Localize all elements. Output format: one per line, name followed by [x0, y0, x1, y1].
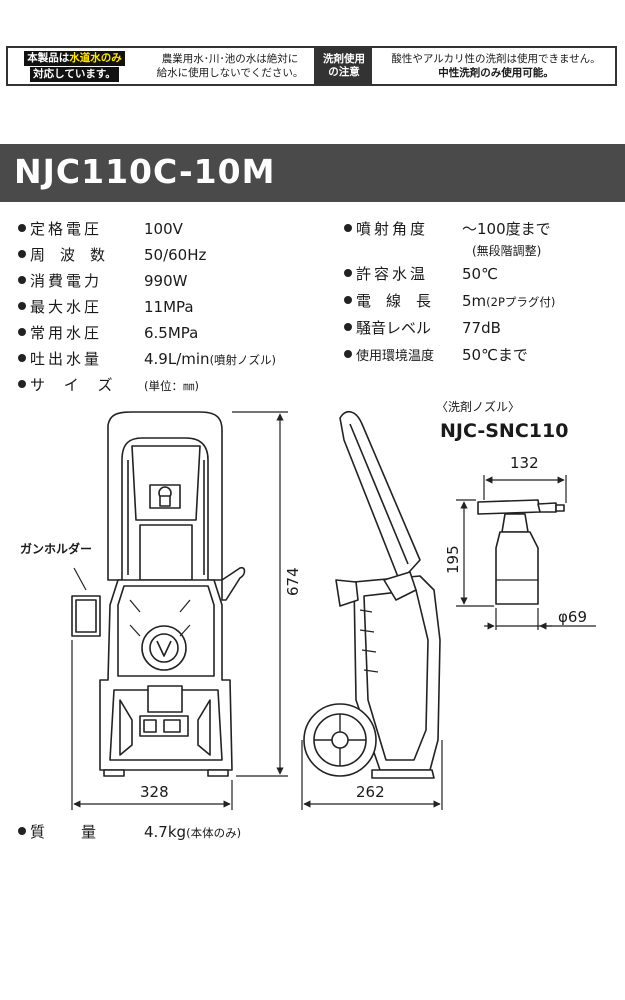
spec-note: (2Pプラグ付) [486, 295, 556, 309]
spec-value: 5m [462, 292, 487, 310]
spec-row: 吐出水量 4.9L/min(噴射ノズル) [18, 350, 276, 368]
spec-label: 最大水圧 [30, 298, 103, 316]
height-dim-label: 674 [284, 567, 302, 596]
spec-value: 77dB [462, 319, 501, 337]
warning-text: 農業用水･川･池の水は絶対に [161, 53, 299, 65]
bullet-icon [18, 354, 26, 362]
bullet-icon [18, 380, 26, 388]
detergent-tag: 洗剤使用 の注意 [316, 48, 372, 84]
spec-value: 50℃まで [462, 346, 528, 364]
spec-label: 定格電圧 [30, 220, 103, 238]
front-view [71, 411, 246, 777]
bullet-icon [344, 224, 352, 232]
model-name: NJC110C-10M [14, 152, 276, 191]
spec-note: (無段階調整) [472, 244, 542, 258]
nozzle-length-label: 132 [510, 454, 539, 472]
tap-water-notice: 本製品は水道水のみ 対応しています。 [8, 48, 138, 84]
bullet-icon [18, 276, 26, 284]
spec-label: 電 線 長 [356, 292, 432, 310]
spec-row: 周 波 数 50/60Hz [18, 246, 206, 264]
spec-row: 電 線 長 5m(2Pプラグ付) [344, 292, 555, 310]
gun-holder-leader [73, 567, 87, 591]
spec-note: (単位：㎜) [144, 379, 199, 393]
weight-row: 質 量 4.7kg(本体のみ) [18, 823, 241, 841]
spec-row: 噴射角度 ～100度まで [344, 220, 551, 238]
depth-dim-label: 262 [356, 783, 385, 801]
spec-value: 990W [144, 272, 188, 290]
detergent-nozzle-drawing [477, 499, 565, 605]
nozzle-length-dimension [483, 475, 567, 503]
height-dimension [232, 411, 288, 777]
bullet-icon [18, 328, 26, 336]
bullet-icon [344, 269, 352, 277]
spec-label: 消費電力 [30, 272, 103, 290]
bullet-icon [18, 224, 26, 232]
detergent-warning: 酸性やアルカリ性の洗剤は使用できません。 中性洗剤のみ使用可能。 [372, 48, 615, 84]
spec-row: 騒音レベル 77dB [344, 319, 501, 337]
spec-label: 常用水圧 [30, 324, 103, 342]
warning-text: 酸性やアルカリ性の洗剤は使用できません。 [391, 53, 601, 65]
nozzle-height-dimension [456, 499, 494, 607]
spec-note: (噴射ノズル) [209, 353, 277, 367]
spec-label: 噴射角度 [356, 220, 429, 238]
width-dim-label: 328 [140, 783, 169, 801]
side-view [303, 411, 441, 779]
width-dimension [71, 640, 233, 810]
spec-value: 50/60Hz [144, 246, 207, 264]
nozzle-diameter-label: φ69 [558, 608, 587, 626]
spec-label: 周 波 数 [30, 246, 106, 264]
spec-value: 50℃ [462, 265, 498, 283]
spec-label: サ イ ズ [30, 376, 120, 394]
spec-label: 質 量 [30, 823, 99, 841]
spec-row: 消費電力 990W [18, 272, 187, 290]
bullet-icon [344, 350, 352, 358]
spec-row: 最大水圧 11MPa [18, 298, 194, 316]
bullet-icon [18, 302, 26, 310]
bullet-icon [18, 827, 26, 835]
water-source-warning: 農業用水･川･池の水は絶対に 給水に使用しないでください。 [138, 48, 316, 84]
spec-label: 吐出水量 [30, 350, 103, 368]
spec-value: 4.7kg [144, 823, 187, 841]
nozzle-model: NJC-SNC110 [440, 420, 569, 442]
nozzle-diameter-dimension [484, 608, 596, 630]
bullet-icon [18, 250, 26, 258]
spec-value: ～100度まで [462, 220, 551, 238]
depth-dimension [301, 740, 443, 810]
tag-text: 洗剤使用 [323, 53, 365, 65]
spec-label: 使用環境温度 [356, 349, 435, 364]
spec-value: 100V [144, 220, 183, 238]
spec-value: 4.9L/min [144, 350, 210, 368]
spec-label: 許容水温 [356, 265, 429, 283]
warning-text: 給水に使用しないでください。 [156, 67, 304, 79]
notice-text: 本製品は [27, 51, 70, 64]
model-title-bar: NJC110C-10M [0, 144, 625, 202]
spec-note: (本体のみ) [186, 826, 242, 840]
spec-row: 定格電圧 100V [18, 220, 183, 238]
nozzle-caption: 〈洗剤ノズル〉 [436, 400, 521, 414]
bullet-icon [344, 296, 352, 304]
gun-holder-label: ガンホルダー [20, 542, 93, 556]
spec-label: 騒音レベル [356, 319, 432, 337]
warning-text-bold: 中性洗剤のみ使用可能。 [438, 67, 554, 79]
spec-row: 許容水温 50℃ [344, 265, 498, 283]
notice-text: 対応しています。 [30, 66, 119, 82]
spec-value: 6.5MPa [144, 324, 199, 342]
bullet-icon [344, 323, 352, 331]
notice-banner: 本製品は水道水のみ 対応しています。 農業用水･川･池の水は絶対に 給水に使用し… [6, 46, 617, 86]
tag-text: の注意 [328, 66, 360, 78]
spec-row: サ イ ズ (単位：㎜) [18, 376, 199, 394]
nozzle-height-label: 195 [444, 545, 462, 574]
spec-value: 11MPa [144, 298, 194, 316]
notice-highlight: 水道水のみ [69, 51, 122, 64]
spec-row: 常用水圧 6.5MPa [18, 324, 198, 342]
spec-row: 使用環境温度 50℃まで [344, 346, 528, 366]
